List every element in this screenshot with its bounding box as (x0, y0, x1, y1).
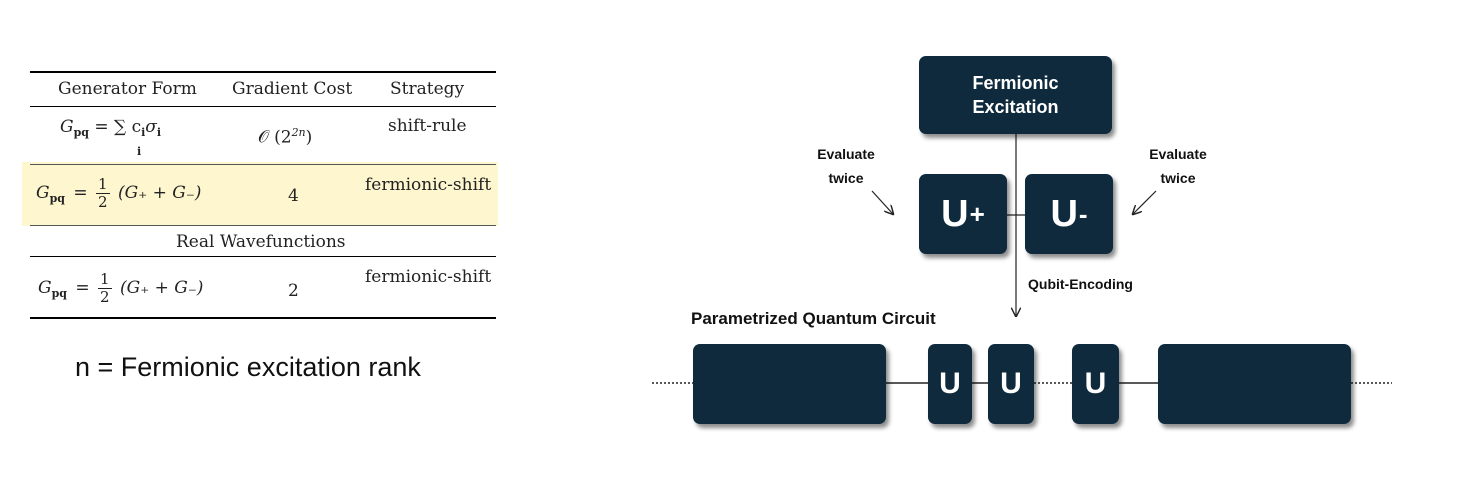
circuit-gate-u: U (1072, 344, 1119, 424)
left-evaluate-note: Evaluate twice (808, 142, 884, 190)
table-cell-cost: 𝒪 (22n) (258, 126, 312, 148)
table-cell-cost: 2 (288, 281, 299, 301)
table-cell-cost: 4 (288, 186, 299, 206)
generator-sum: = ∑ c (94, 117, 142, 137)
generator-expression: (G₊ + G₋) (120, 278, 204, 298)
table-cell-strategy: fermionic-shift (365, 175, 492, 195)
table-section-label: Real Wavefunctions (176, 232, 346, 252)
table-row-rule (30, 225, 496, 226)
fraction-numerator: 1 (96, 175, 110, 194)
right-evaluate-arrow (1133, 190, 1157, 214)
generator-symbol: G (38, 278, 52, 298)
right-note-line2: twice (1160, 170, 1196, 186)
table-cell-strategy: fermionic-shift (365, 267, 492, 287)
right-note-line1: Evaluate (1149, 146, 1207, 162)
cost-exponent: 2n (291, 126, 306, 139)
circuit-block-left (693, 344, 886, 424)
u-minus-letter: U (1050, 192, 1078, 235)
u-plus-mark: + (969, 198, 985, 229)
circuit-gate-u: U (928, 344, 972, 424)
highlighted-row-background (22, 162, 498, 226)
generator-expression: (G₊ + G₋) (118, 183, 202, 203)
generator-sigma: σ (145, 117, 157, 137)
generator-subscript: pq (51, 287, 67, 300)
generator-index: i (156, 126, 162, 139)
top-box-line2: Excitation (972, 97, 1059, 117)
generator-subscript: pq (49, 192, 65, 205)
generator-symbol: G (36, 183, 50, 203)
cost-order: 𝒪 (2 (258, 127, 292, 148)
generator-subscript: pq (73, 126, 89, 139)
generator-index: i (141, 126, 146, 139)
table-bottom-rule (30, 317, 496, 319)
left-note-line1: Evaluate (817, 146, 875, 162)
table-header-cost: Gradient Cost (232, 79, 353, 99)
circuit-block-right (1158, 344, 1351, 424)
table-cell-generator: Gpq = ∑ ciσi (60, 117, 161, 139)
sum-index-below: i (137, 145, 142, 158)
table-row-rule (30, 164, 496, 165)
table-header-strategy: Strategy (390, 79, 465, 99)
top-box-line1: Fermionic (972, 73, 1059, 93)
table-header-generator: Generator Form (58, 79, 197, 99)
circuit-gate-u: U (988, 344, 1034, 424)
u-minus-mark: - (1078, 198, 1088, 229)
left-note-line2: twice (828, 170, 864, 186)
fermionic-excitation-box: Fermionic Excitation (919, 56, 1112, 134)
table-header-rule (30, 106, 496, 107)
table-top-rule (30, 71, 496, 73)
fraction-denominator: 2 (100, 288, 110, 306)
u-minus-gate: U- (1025, 174, 1113, 254)
left-evaluate-arrow (871, 190, 893, 214)
fraction-numerator: 1 (98, 270, 112, 289)
cost-close: ) (305, 127, 313, 148)
fraction-denominator: 2 (98, 193, 108, 211)
right-evaluate-note: Evaluate twice (1140, 142, 1216, 190)
u-plus-letter: U (941, 192, 969, 235)
u-plus-gate: U+ (919, 174, 1007, 254)
circuit-title: Parametrized Quantum Circuit (691, 309, 936, 328)
table-cell-strategy: shift-rule (388, 116, 467, 136)
rank-caption: n = Fermionic excitation rank (75, 352, 421, 382)
qubit-encoding-label: Qubit-Encoding (1028, 276, 1133, 292)
generator-symbol: G (60, 117, 74, 137)
table-section-rule (30, 256, 496, 257)
